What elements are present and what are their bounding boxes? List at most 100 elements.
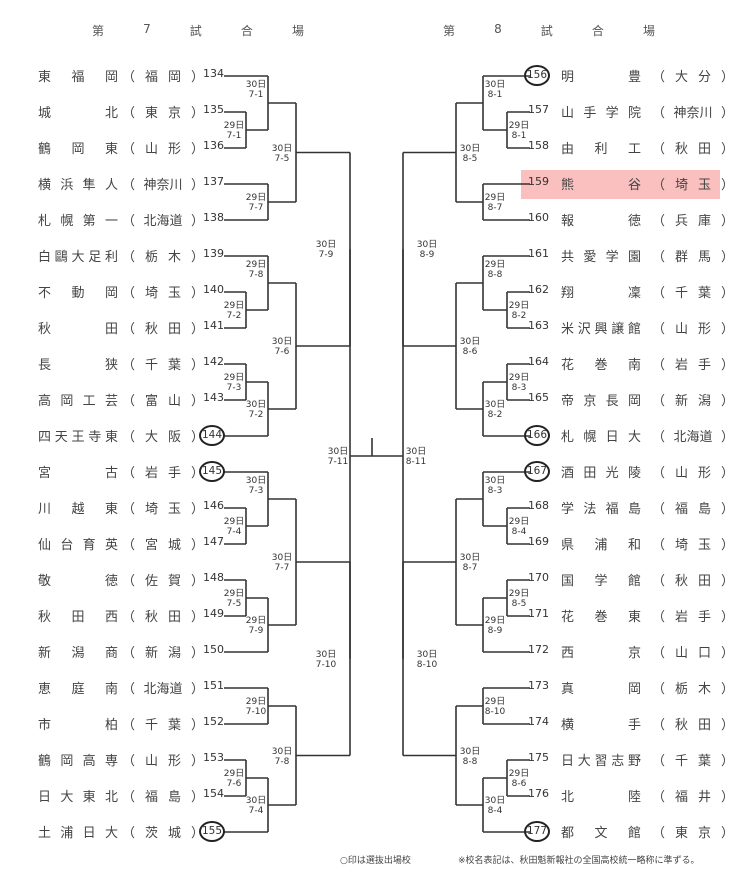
school-name: 北陸: [561, 790, 641, 805]
seeded-team-number: 177: [524, 821, 550, 842]
team-number: 161: [528, 247, 549, 260]
team-row: 鶴岡高専（山形）153: [0, 750, 750, 770]
team-row: 敬徳（佐賀）148: [0, 570, 750, 590]
school-name: 札幌第一: [38, 214, 118, 229]
prefecture: （秋田）: [652, 718, 734, 733]
team-number: 151: [203, 679, 224, 692]
school-name: 報徳: [561, 214, 641, 229]
prefecture: （栃木）: [122, 250, 204, 265]
team-row: 札幌日大（北海道）166: [0, 425, 750, 446]
school-name: 恵庭南: [38, 682, 118, 697]
seeded-team-number: 155: [199, 821, 225, 842]
prefecture: （福島）: [652, 502, 734, 517]
highlighted-row: [521, 170, 720, 199]
team-number: 141: [203, 319, 224, 332]
school-name: 鶴岡東: [38, 142, 118, 157]
team-number: 135: [203, 103, 224, 116]
team-row: 翔凜 （千葉） 162: [0, 282, 750, 302]
prefecture: （千葉）: [652, 286, 734, 301]
team-row: 酒田光陵（山形）167: [0, 461, 750, 482]
team-number: 154: [203, 787, 224, 800]
prefecture: （千葉）: [122, 358, 204, 373]
prefecture: （秋田）: [652, 574, 734, 589]
team-number: 158: [528, 139, 549, 152]
team-row: 土浦日大（茨城）155: [0, 821, 750, 842]
team-number: 159: [528, 175, 549, 188]
footnote: ※校名表記は、秋田魁新報社の全国高校統一略称に準ずる。: [458, 856, 700, 866]
team-number: 157: [528, 103, 549, 116]
school-name: 西京: [561, 646, 641, 661]
school-name: 共愛学園: [561, 250, 641, 265]
school-name: 都文館: [561, 826, 641, 841]
school-name: 白鷗大足利: [38, 250, 118, 265]
prefecture: （秋田）: [122, 322, 204, 337]
team-row: 日大東北（福島）154: [0, 786, 750, 806]
school-name: 秋田: [38, 322, 118, 337]
team-number: 168: [528, 499, 549, 512]
prefecture: （大分）: [652, 70, 734, 85]
team-number: 163: [528, 319, 549, 332]
school-name: 新潟商: [38, 646, 118, 661]
team-number: 172: [528, 643, 549, 656]
school-name: 県浦和: [561, 538, 641, 553]
school-name: 秋田西: [38, 610, 118, 625]
school-name: 横手: [561, 718, 641, 733]
prefecture: （埼玉）: [652, 538, 734, 553]
team-number: 162: [528, 283, 549, 296]
team-number: 146: [203, 499, 224, 512]
school-name: 長狭: [38, 358, 118, 373]
school-name: 四天王寺東: [38, 430, 118, 445]
prefecture: （千葉）: [652, 754, 734, 769]
team-number: 147: [203, 535, 224, 548]
team-number: 138: [203, 211, 224, 224]
prefecture: （千葉）: [122, 718, 204, 733]
team-number: 153: [203, 751, 224, 764]
school-name: 花巻東: [561, 610, 641, 625]
prefecture: （富山）: [122, 394, 204, 409]
team-row: 不動岡（埼玉）140: [0, 282, 750, 302]
prefecture: （山形）: [122, 142, 204, 157]
school-name: 翔凜: [561, 286, 641, 301]
team-number: 136: [203, 139, 224, 152]
prefecture: （神奈川）: [652, 106, 734, 121]
seeded-legend: ○印は選抜出場校: [340, 856, 411, 866]
prefecture: （群馬）: [652, 250, 734, 265]
prefecture: （兵庫）: [652, 214, 734, 229]
team-row: 学法福島（福島）168: [0, 498, 750, 518]
team-number: 150: [203, 643, 224, 656]
school-name: 帝京長岡: [561, 394, 641, 409]
team-number: 134: [203, 67, 224, 80]
team-row: 横手（秋田）174: [0, 714, 750, 734]
venue-7-header-char: 第: [92, 24, 105, 38]
prefecture: （秋田）: [652, 142, 734, 157]
team-row: 西京（山口）172: [0, 642, 750, 662]
school-name: 城北: [38, 106, 118, 121]
venue-7-header-char: 合: [240, 24, 253, 38]
team-number: 170: [528, 571, 549, 584]
prefecture: （東京）: [122, 106, 204, 121]
prefecture: （新潟）: [122, 646, 204, 661]
